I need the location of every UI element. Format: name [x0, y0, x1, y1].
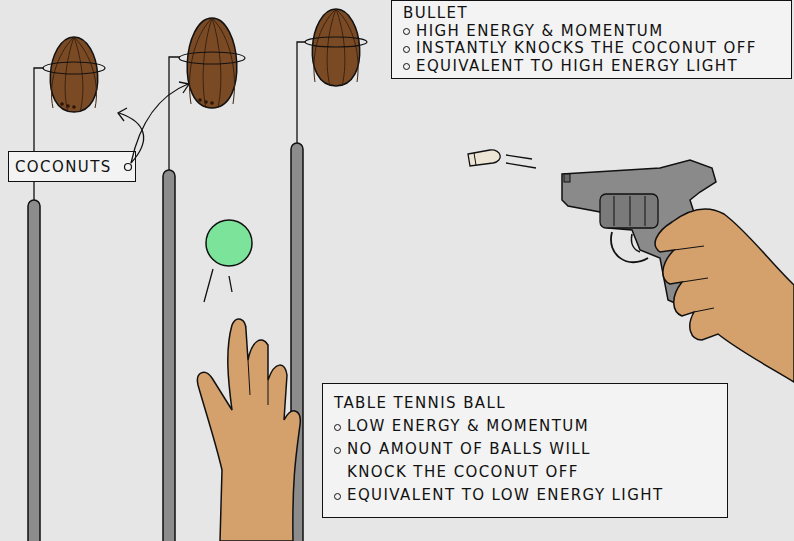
coconut-eye: [60, 102, 64, 106]
bullet-line: [474, 153, 476, 165]
holder-ring: [43, 62, 105, 74]
list-item: LOW ENERGY & MOMENTUM: [334, 415, 717, 438]
hand: [197, 319, 300, 541]
bullet-marker: [334, 447, 341, 454]
list-item: NO AMOUNT OF BALLS WILL KNOCK THE COCONU…: [334, 438, 717, 484]
bullet: [468, 150, 500, 166]
trigger: [631, 234, 640, 252]
coconut-eye: [66, 104, 70, 108]
list-item: EQUIVALENT TO HIGH ENERGY LIGHT: [403, 58, 781, 76]
bullet-marker: [334, 493, 341, 500]
trigger-guard: [611, 232, 648, 262]
cylinder-grooves: [614, 196, 645, 226]
holder-ring: [179, 52, 245, 64]
finger-line: [674, 246, 714, 312]
bullet-marker: [403, 28, 410, 35]
arrow-head: [179, 82, 189, 93]
item-text: LOW ENERGY & MOMENTUM: [347, 415, 589, 438]
text-box: TABLE TENNIS BALLLOW ENERGY & MOMENTUMNO…: [322, 383, 728, 518]
box-heading: TABLE TENNIS BALL: [334, 392, 717, 415]
holder-wire: [169, 57, 180, 170]
leader-line: [131, 84, 188, 163]
holder-ring: [305, 37, 367, 47]
label-box: COCONUTS: [8, 151, 136, 182]
arrow-head: [118, 108, 127, 121]
item-text: EQUIVALENT TO HIGH ENERGY LIGHT: [416, 58, 738, 76]
front-sight: [564, 174, 570, 182]
pole: [28, 200, 40, 541]
holder-wire: [297, 42, 306, 143]
revolver-cylinder: [600, 194, 658, 228]
coconut-eye: [198, 98, 202, 102]
item-text: HIGH ENERGY & MOMENTUM: [416, 23, 664, 41]
box-label: COCONUTS: [15, 157, 129, 177]
motion-lines: [506, 155, 536, 168]
item-text: EQUIVALENT TO LOW ENERGY LIGHT: [347, 484, 663, 507]
hand: [655, 209, 794, 382]
bullet-marker: [403, 63, 410, 70]
table-tennis-ball: [206, 220, 252, 266]
box-heading: BULLET: [403, 5, 781, 23]
motion-lines: [204, 269, 232, 302]
coconut-eye: [72, 105, 76, 109]
item-text: INSTANTLY KNOCKS THE COCONUT OFF: [416, 40, 757, 58]
list-item: HIGH ENERGY & MOMENTUM: [403, 23, 781, 41]
text-box: BULLETHIGH ENERGY & MOMENTUMINSTANTLY KN…: [391, 0, 792, 79]
bullet-marker: [403, 46, 410, 53]
bullet-marker: [334, 424, 341, 431]
item-text: NO AMOUNT OF BALLS WILL KNOCK THE COCONU…: [347, 438, 622, 484]
list-item: EQUIVALENT TO LOW ENERGY LIGHT: [334, 484, 717, 507]
coconut-eye: [210, 101, 214, 105]
coconut-eye: [204, 100, 208, 104]
list-item: INSTANTLY KNOCKS THE COCONUT OFF: [403, 40, 781, 58]
finger-line: [248, 360, 268, 405]
pole: [163, 170, 175, 541]
